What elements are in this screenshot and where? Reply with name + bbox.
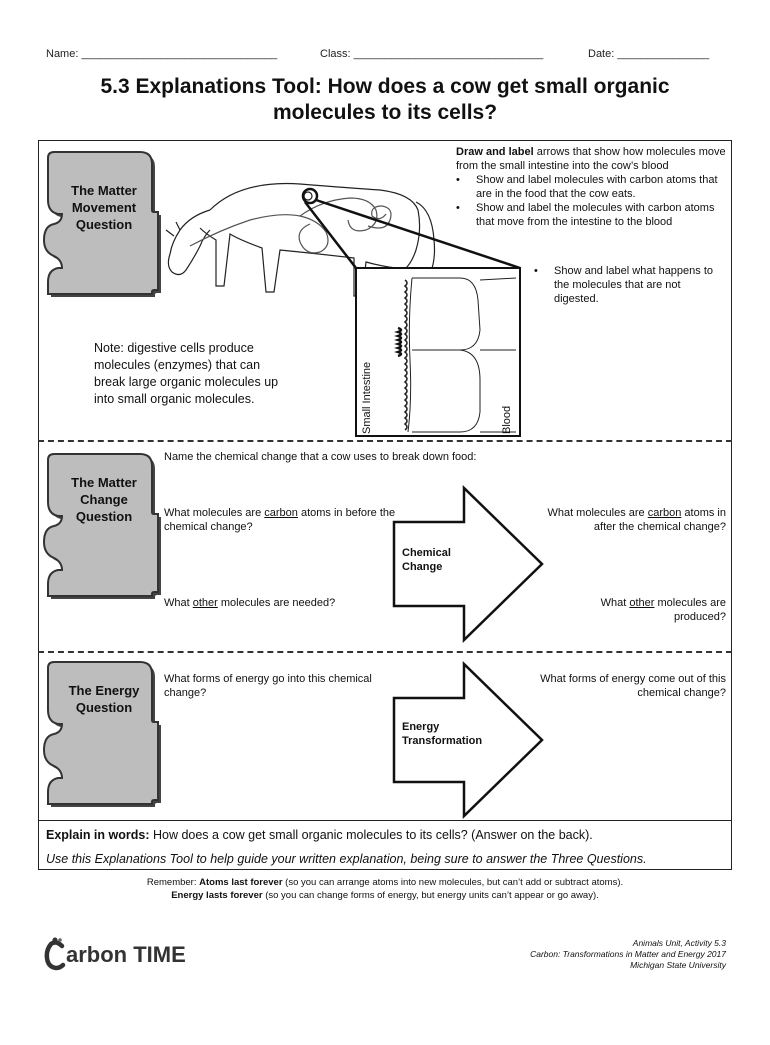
explanations-box <box>38 140 732 870</box>
carbon-before-question: What molecules are carbon atoms in befor… <box>164 506 416 534</box>
energy-transformation-label: Energy Transformation <box>402 720 482 748</box>
citation-line: Animals Unit, Activity 5.3 <box>632 938 726 948</box>
carbon-time-logo: arbon TIME <box>44 936 186 976</box>
remember-energy: Energy lasts forever (so you can change … <box>38 889 732 902</box>
section-divider <box>38 820 732 821</box>
small-intestine-label: Small Intestine <box>361 362 373 434</box>
intestine-cells <box>407 277 517 433</box>
intestine-closeup-box <box>355 267 521 437</box>
text-part: molecules are produced? <box>654 597 727 623</box>
page-title: 5.3 Explanations Tool: How does a cow ge… <box>40 74 730 126</box>
logo-text: arbon TIME <box>66 942 186 967</box>
name-field[interactable]: Name: ________________________________ <box>46 48 278 60</box>
question-line: The Energy <box>68 683 140 698</box>
question-line: The Matter <box>71 475 137 490</box>
puzzle-pieces <box>43 151 161 807</box>
zoom-circle <box>301 187 319 205</box>
section-divider <box>38 651 732 653</box>
instructions-rest: arrows that show how molecules move from… <box>456 146 726 172</box>
logo-c-icon <box>44 937 66 971</box>
class-field[interactable]: Class: _______________________________ <box>320 48 544 60</box>
text-underlined: other <box>629 597 655 609</box>
text-part: atoms in before the chemical change? <box>164 507 396 533</box>
text-underlined: carbon <box>647 507 682 519</box>
title-line-1: 5.3 Explanations Tool: How does a cow ge… <box>100 75 670 98</box>
arrow-label-line: Energy <box>402 721 440 733</box>
text-part: (so you can arrange atoms into new molec… <box>282 877 624 888</box>
date-field[interactable]: Date: _______________ <box>588 48 710 60</box>
instructions-bold: Draw and label <box>456 146 534 158</box>
explain-bold: Explain in words: <box>46 828 150 842</box>
other-needed-question: What other molecules are needed? <box>164 596 394 610</box>
matter-change-question-label: The Matter Change Question <box>56 474 152 525</box>
other-produced-question: What other molecules are produced? <box>560 596 726 624</box>
chemical-change-arrow <box>392 485 544 643</box>
text-part: Remember: <box>146 877 200 888</box>
matter-movement-question-label: The Matter Movement Question <box>56 182 152 233</box>
list-item: Show and label the molecules with carbon… <box>456 201 728 229</box>
chemical-change-label: Chemical Change <box>402 546 451 574</box>
undigested-bullet: Show and label what happens to the molec… <box>534 264 726 306</box>
arrow-label-line: Change <box>402 561 443 573</box>
text-part: (so you can change forms of energy, but … <box>262 890 599 901</box>
energy-transformation-arrow <box>392 661 544 819</box>
text-part: atoms in after the chemical change? <box>593 507 726 533</box>
text-part: molecules are needed? <box>217 597 336 609</box>
question-line: Movement <box>71 200 137 215</box>
explain-prompt: Explain in words: How does a cow get sma… <box>38 828 732 842</box>
instructions-bullets: Show and label molecules with carbon ato… <box>456 173 728 229</box>
text-bold: Atoms last forever <box>199 877 283 888</box>
enzyme-note: Note: digestive cells produce molecules … <box>94 341 279 406</box>
remember-atoms: Remember: Atoms last forever (so you can… <box>38 876 732 889</box>
text-part: What <box>600 597 630 609</box>
text-part: What molecules are <box>547 507 648 519</box>
text-underlined: carbon <box>264 507 298 519</box>
question-line: The Matter <box>71 183 137 198</box>
section-divider <box>38 440 732 442</box>
intestine-wall-detail <box>394 326 403 358</box>
citation-line: Carbon: Transformations in Matter and En… <box>530 949 726 959</box>
energy-question-label: The Energy Question <box>56 682 152 716</box>
energy-in-question: What forms of energy go into this chemic… <box>164 673 372 699</box>
blood-label: Blood <box>501 406 513 434</box>
explain-guidance: Use this Explanations Tool to help guide… <box>46 852 647 866</box>
explain-rest: How does a cow get small organic molecul… <box>149 828 593 842</box>
energy-out-question: What forms of energy come out of this ch… <box>540 673 726 699</box>
text-part: What <box>164 597 193 609</box>
citation-line: Michigan State University <box>630 960 726 970</box>
text-bold: Energy lasts forever <box>171 890 263 901</box>
title-line-2: molecules to its cells? <box>272 101 498 124</box>
zoom-line <box>315 198 521 270</box>
arrow-label-line: Transformation <box>402 735 483 747</box>
arrow-label-line: Chemical <box>402 547 451 559</box>
question-line: Question <box>75 217 133 232</box>
intestine-villi <box>403 279 408 431</box>
list-item: Show and label what happens to the molec… <box>534 264 726 306</box>
text-underlined: other <box>192 597 218 609</box>
citation: Animals Unit, Activity 5.3 Carbon: Trans… <box>430 938 726 971</box>
question-line: Question <box>75 509 133 524</box>
zoom-line <box>304 201 357 269</box>
question-line: Change <box>80 492 128 507</box>
question-line: Question <box>75 700 133 715</box>
movement-instructions: Draw and label arrows that show how mole… <box>456 145 728 229</box>
list-item: Show and label molecules with carbon ato… <box>456 173 728 201</box>
chemical-change-prompt: Name the chemical change that a cow uses… <box>164 451 477 463</box>
carbon-after-question: What molecules are carbon atoms in after… <box>530 506 726 534</box>
text-part: What molecules are <box>164 507 265 519</box>
cow-digestion-illustration: Small Intestine Blood <box>165 182 521 437</box>
